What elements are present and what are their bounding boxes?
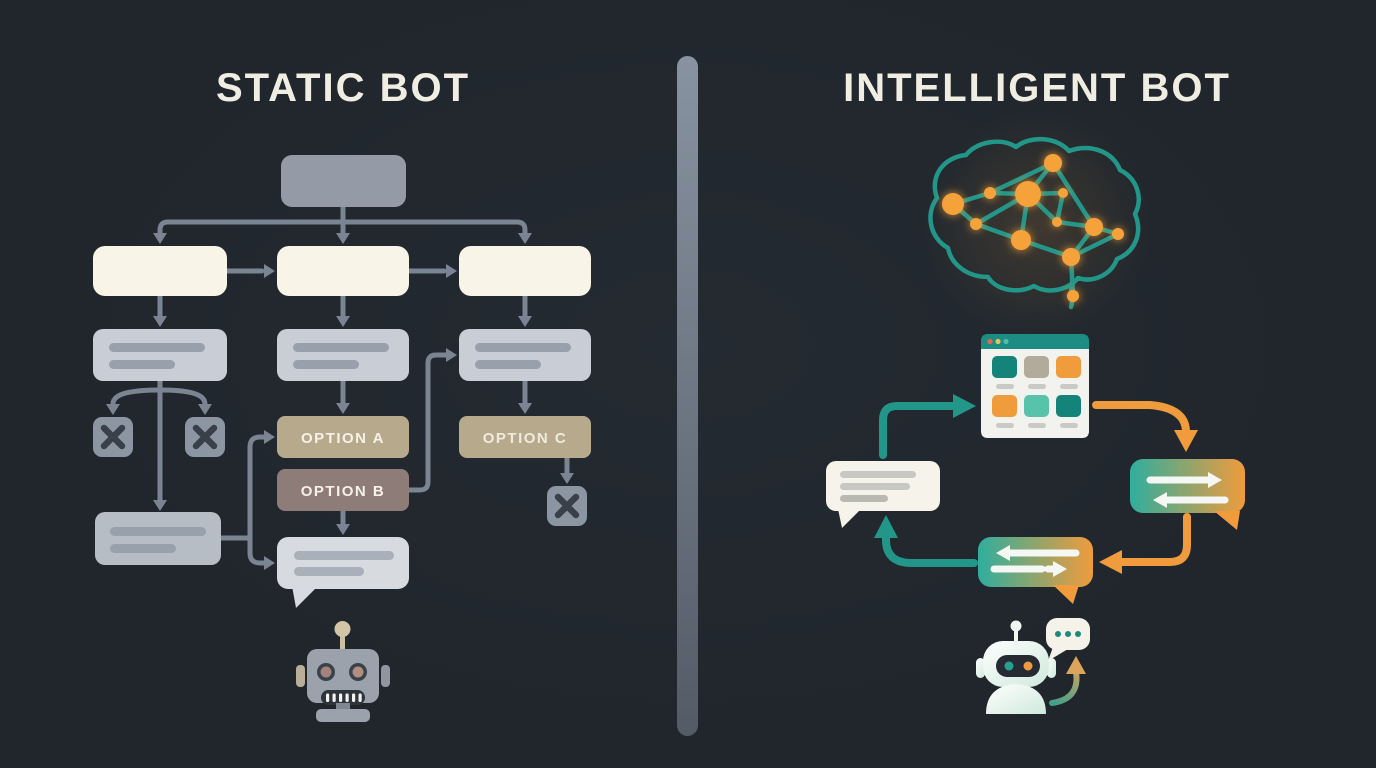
reply-bubble xyxy=(978,537,1093,604)
neural-network-brain-icon xyxy=(922,109,1152,339)
x-icon-1 xyxy=(93,417,133,457)
user-message-bubble xyxy=(826,461,940,528)
option-c-label: OPTION C xyxy=(483,430,568,447)
intelligent-bot-diagram xyxy=(826,109,1245,714)
bot-growth-arrow-icon xyxy=(1049,656,1086,706)
option-b-label: OPTION B xyxy=(301,483,386,500)
bot-eye-orange xyxy=(1023,661,1033,671)
flow-box-rule-3 xyxy=(459,329,591,381)
divider-bar xyxy=(677,56,698,736)
arrow-user-to-window xyxy=(879,402,957,459)
option-a-label: OPTION A xyxy=(301,430,385,447)
arrow-exchange-to-reply xyxy=(1118,513,1191,566)
arrow-window-to-exchange xyxy=(1092,401,1190,436)
x-icon-3 xyxy=(547,486,587,526)
flow-box-rule-1 xyxy=(93,329,227,381)
intelligent-robot-icon xyxy=(976,618,1090,714)
window-dot-yellow xyxy=(995,338,1001,345)
window-tiles xyxy=(992,356,1081,428)
intelligent-bot-title: INTELLIGENT BOT xyxy=(843,66,1231,110)
window-dot-teal xyxy=(1003,338,1009,345)
flow-box-retry xyxy=(95,512,221,565)
static-bot-title: STATIC BOT xyxy=(215,66,471,110)
bot-eye-teal xyxy=(1004,661,1014,671)
brain-nodes xyxy=(942,154,1124,302)
app-window-icon xyxy=(981,334,1089,438)
flow-connectors xyxy=(106,204,574,570)
flow-box-input-3 xyxy=(459,246,591,296)
learning-cycle-arrows xyxy=(874,394,1198,574)
option-a-box: OPTION A xyxy=(277,416,409,458)
flow-box-input-1 xyxy=(93,246,227,296)
flow-box-start xyxy=(281,155,406,207)
bot-speech-bubble-icon xyxy=(1046,618,1090,661)
option-b-box: OPTION B xyxy=(277,469,409,511)
exchange-bubble xyxy=(1130,459,1245,530)
canned-response-bubble xyxy=(277,537,409,608)
arrow-reply-to-user xyxy=(882,534,978,567)
static-robot-head-icon xyxy=(296,621,390,722)
flow-box-rule-2 xyxy=(277,329,409,381)
flow-box-input-2 xyxy=(277,246,409,296)
window-dot-red xyxy=(987,338,993,345)
static-bot-flowchart: OPTION A OPTION B OPTION C xyxy=(93,155,591,722)
option-c-box: OPTION C xyxy=(459,416,591,458)
x-icon-2 xyxy=(185,417,225,457)
